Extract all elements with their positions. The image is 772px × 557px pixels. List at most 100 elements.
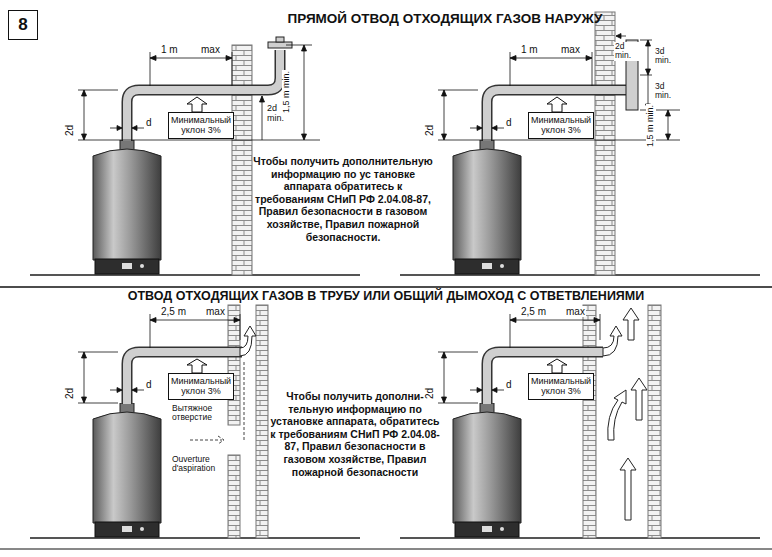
dimension-line-part bbox=[666, 110, 671, 140]
dimension-line-part bbox=[640, 40, 680, 110]
brick-wall-part bbox=[648, 305, 661, 538]
frame bbox=[0, 287, 772, 549]
brick-wall-part bbox=[232, 45, 252, 275]
figure-number-box: 8 bbox=[8, 10, 38, 40]
dimension-text: d bbox=[505, 379, 513, 390]
slope-arrow-part bbox=[547, 359, 567, 373]
dimension-text: 2d min. bbox=[614, 42, 640, 61]
dimension-line-part bbox=[442, 90, 447, 140]
brick-wall-part bbox=[256, 305, 268, 538]
dimension-text: 3d min. bbox=[654, 82, 680, 101]
dimension-text: max bbox=[205, 306, 226, 317]
flow-arrow-part bbox=[620, 458, 636, 520]
flue-pipe-part bbox=[487, 90, 626, 141]
slope-note-box: Минимальный уклон 3% bbox=[168, 373, 234, 400]
floor-line bbox=[30, 275, 760, 538]
flow-arrow-part bbox=[623, 308, 639, 340]
brick-wall-part bbox=[228, 455, 240, 538]
floor-line-part bbox=[30, 274, 360, 276]
dimension-line-part bbox=[616, 34, 626, 39]
dimension-line-part bbox=[442, 352, 447, 403]
flow-arrow-part bbox=[631, 378, 647, 420]
floor-line-part bbox=[30, 537, 360, 539]
suction-arrow-part bbox=[190, 440, 222, 441]
dimension-text: 1,5 m min. bbox=[646, 104, 656, 148]
dimension-line-part bbox=[117, 126, 137, 131]
dimension-text: 3d min. bbox=[654, 47, 680, 66]
dimension-text: 2d bbox=[64, 124, 75, 137]
installation-note: Чтобы получить дополнительную информацию… bbox=[252, 155, 434, 243]
dimension-line-part bbox=[78, 352, 118, 403]
flow-arrow-part bbox=[240, 326, 256, 356]
dimension-text: 2d bbox=[424, 124, 435, 137]
dimension-text: max bbox=[565, 306, 586, 317]
flow-arrow-part bbox=[608, 390, 626, 440]
installation-note: Чтобы получить дополни-тельную информаци… bbox=[270, 390, 440, 478]
suction-arrow-part bbox=[218, 436, 224, 444]
slope-note: Минимальный уклон 3% bbox=[171, 115, 231, 136]
page-title: ПРЯМОЙ ОТВОД ОТХОДЯЩИХ ГАЗОВ НАРУЖУ bbox=[230, 12, 660, 27]
dimension-line-part bbox=[110, 390, 144, 391]
dimension-text: 2,5 m bbox=[520, 306, 547, 317]
floor-line-part bbox=[400, 274, 760, 276]
frame-part bbox=[0, 286, 772, 288]
dimension-text: max bbox=[200, 44, 221, 55]
brick-wall bbox=[228, 12, 661, 538]
dimension-line bbox=[78, 34, 680, 404]
dimension-line-part bbox=[470, 128, 504, 129]
water-heater-part bbox=[453, 140, 521, 274]
dimension-text: 2d bbox=[64, 387, 75, 400]
flue-pipe-part bbox=[127, 352, 242, 404]
opening-label: Ouverture d'aspiration bbox=[172, 455, 226, 474]
dimension-line-part bbox=[302, 45, 307, 140]
figure-number: 8 bbox=[11, 15, 35, 35]
dimension-text: d bbox=[145, 117, 153, 128]
dimension-line-part bbox=[82, 90, 87, 140]
dimension-text: 1 m bbox=[520, 44, 539, 55]
dimension-line-part bbox=[477, 126, 497, 131]
slope-arrow-part bbox=[547, 97, 567, 112]
brick-wall-part bbox=[595, 12, 615, 275]
slope-arrow-part bbox=[187, 97, 207, 112]
suction-arrow-part bbox=[244, 360, 245, 440]
flue-pipe-part bbox=[127, 50, 280, 141]
dimension-line-part bbox=[262, 96, 263, 140]
opening-label: Вытяжное отверстие bbox=[172, 404, 226, 423]
brick-wall-part bbox=[228, 305, 240, 425]
water-heater bbox=[93, 140, 521, 537]
dimension-text: 2d bbox=[424, 387, 435, 400]
dimension-line-part bbox=[110, 128, 144, 129]
terminal-cap-part bbox=[276, 37, 284, 42]
water-heater-part bbox=[453, 403, 521, 537]
dimension-line-part bbox=[646, 40, 651, 110]
flue-pipe-part bbox=[127, 352, 242, 404]
dimension-text: 1,5 m min. bbox=[282, 70, 292, 114]
dimension-line-part bbox=[150, 52, 232, 86]
slope-note-box: Минимальный уклон 3% bbox=[168, 112, 234, 139]
dimension-line-part bbox=[150, 314, 240, 348]
dimension-line-part bbox=[438, 352, 478, 403]
dimension-line-part bbox=[477, 388, 497, 393]
slope-note: Минимальный уклон 3% bbox=[531, 376, 591, 397]
dimension-line-part bbox=[260, 96, 265, 102]
floor-line-part bbox=[400, 537, 760, 539]
slope-note: Минимальный уклон 3% bbox=[171, 376, 231, 397]
flue-pipe-part bbox=[487, 352, 603, 404]
dimension-line-part bbox=[510, 56, 592, 61]
water-heater-part bbox=[93, 403, 161, 537]
slope-note-box: Минимальный уклон 3% bbox=[528, 112, 594, 139]
slope-note: Минимальный уклон 3% bbox=[531, 115, 591, 136]
dimension-line-part bbox=[82, 352, 87, 403]
flue-pipe-part bbox=[487, 352, 603, 404]
dimension-text: 2,5 m bbox=[160, 306, 187, 317]
flue-pipe-part bbox=[127, 50, 280, 141]
terminal-cap bbox=[268, 37, 638, 110]
flow-arrow-part bbox=[603, 326, 622, 356]
dimension-line-part bbox=[510, 52, 592, 86]
flue-pipe bbox=[127, 50, 626, 404]
section-heading: ОТВОД ОТХОДЯЩИХ ГАЗОВ В ТРУБУ ИЛИ ОБЩИЙ … bbox=[0, 290, 772, 304]
dimension-line-part bbox=[470, 390, 504, 391]
dimension-text: d bbox=[145, 379, 153, 390]
frame-part bbox=[0, 549, 772, 550]
